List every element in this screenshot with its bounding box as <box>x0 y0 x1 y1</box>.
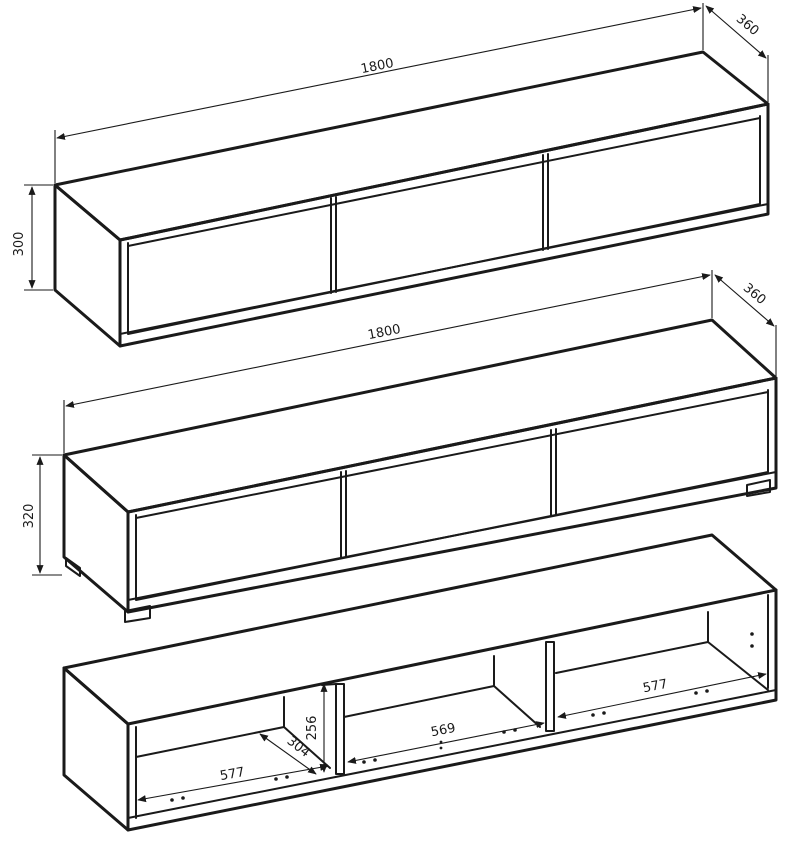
partition <box>545 641 555 732</box>
dimension-left: 577 <box>219 765 246 784</box>
cabinet-top-lid <box>53 50 770 242</box>
dimension-line-shelf-depth <box>259 733 317 775</box>
cabinet-top <box>53 50 770 348</box>
cabinet-open-lid <box>62 533 778 726</box>
dimension-line-width <box>56 6 702 140</box>
foot <box>65 557 81 577</box>
cabinet-middle <box>62 318 778 623</box>
cabinet-open <box>62 533 778 832</box>
dimension-width: 1800 <box>360 56 395 77</box>
cabinet-middle-side <box>62 453 130 614</box>
dimension-depth: 360 <box>733 12 762 39</box>
dimensions-top: 1800 360 300 <box>12 3 769 291</box>
dimension-depth: 360 <box>740 281 769 308</box>
dimension-line-depth <box>705 5 767 59</box>
foot <box>746 479 771 497</box>
dimension-height: 320 <box>22 504 37 529</box>
dimension-line-depth <box>714 274 775 327</box>
dimension-height: 300 <box>12 232 27 257</box>
cabinet-middle-front <box>126 376 778 614</box>
dimension-right: 577 <box>642 677 669 696</box>
dimension-width: 1800 <box>367 322 402 343</box>
dimension-center: 569 <box>430 721 457 740</box>
shelf-pin-holes <box>170 632 754 802</box>
partition <box>335 683 345 775</box>
cabinet-open-side <box>62 666 130 832</box>
cabinet-top-front <box>118 102 770 348</box>
cabinet-middle-lid <box>62 318 778 514</box>
dimension-inner-height: 256 <box>305 716 320 741</box>
dimensions-open: 577 569 577 304 256 <box>137 672 767 803</box>
dimension-line-width <box>65 273 711 408</box>
cabinet-top-side <box>53 183 122 348</box>
dimension-line-right <box>557 672 767 719</box>
foot <box>124 605 151 623</box>
dimension-line-center <box>347 721 545 764</box>
